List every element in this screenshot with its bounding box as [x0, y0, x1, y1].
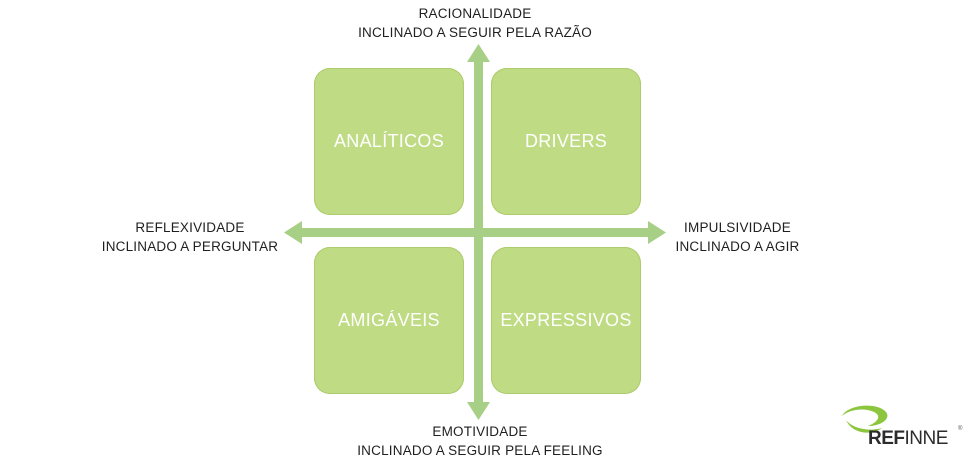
axis-right-subtitle: INCLINADO A AGIR — [675, 239, 800, 254]
axis-top-subtitle: INCLINADO A SEGUIR PELA RAZÃO — [358, 25, 592, 40]
arrow-right-icon — [648, 221, 666, 244]
axis-right-title: IMPULSIVIDADE — [684, 220, 791, 235]
horizontal-axis-line — [300, 228, 650, 237]
arrow-down-icon — [467, 402, 490, 420]
axis-label-left: REFLEXIVIDADE INCLINADO A PERGUNTAR — [80, 218, 300, 256]
refinne-swoosh-icon — [842, 405, 888, 433]
axis-label-top: RACIONALIDADE INCLINADO A SEGUIR PELA RA… — [335, 4, 615, 42]
arrow-left-icon — [284, 221, 302, 244]
axis-bottom-title: EMOTIVIDADE — [432, 424, 528, 439]
quadrant-amigaveis: AMIGÁVEIS — [314, 247, 464, 394]
axis-label-right: IMPULSIVIDADE INCLINADO A AGIR — [650, 218, 825, 256]
arrow-up-icon — [467, 44, 490, 62]
logo-text-light: INNE — [904, 428, 949, 449]
refinne-logo: REFINNE ® — [838, 402, 968, 458]
quadrant-drivers: DRIVERS — [491, 68, 641, 215]
axis-label-bottom: EMOTIVIDADE INCLINADO A SEGUIR PELA FEEL… — [330, 422, 630, 460]
quadrant-expressivos: EXPRESSIVOS — [491, 247, 641, 394]
axis-left-subtitle: INCLINADO A PERGUNTAR — [101, 239, 279, 254]
axis-left-title: REFLEXIVIDADE — [135, 220, 245, 235]
axis-top-title: RACIONALIDADE — [418, 6, 532, 21]
axis-bottom-subtitle: INCLINADO A SEGUIR PELA FEELING — [357, 443, 603, 458]
refinne-wordmark: REFINNE — [868, 428, 948, 450]
logo-text-bold: REF — [868, 428, 905, 449]
quadrant-analiticos: ANALÍTICOS — [314, 68, 464, 215]
logo-trademark: ® — [958, 426, 963, 432]
